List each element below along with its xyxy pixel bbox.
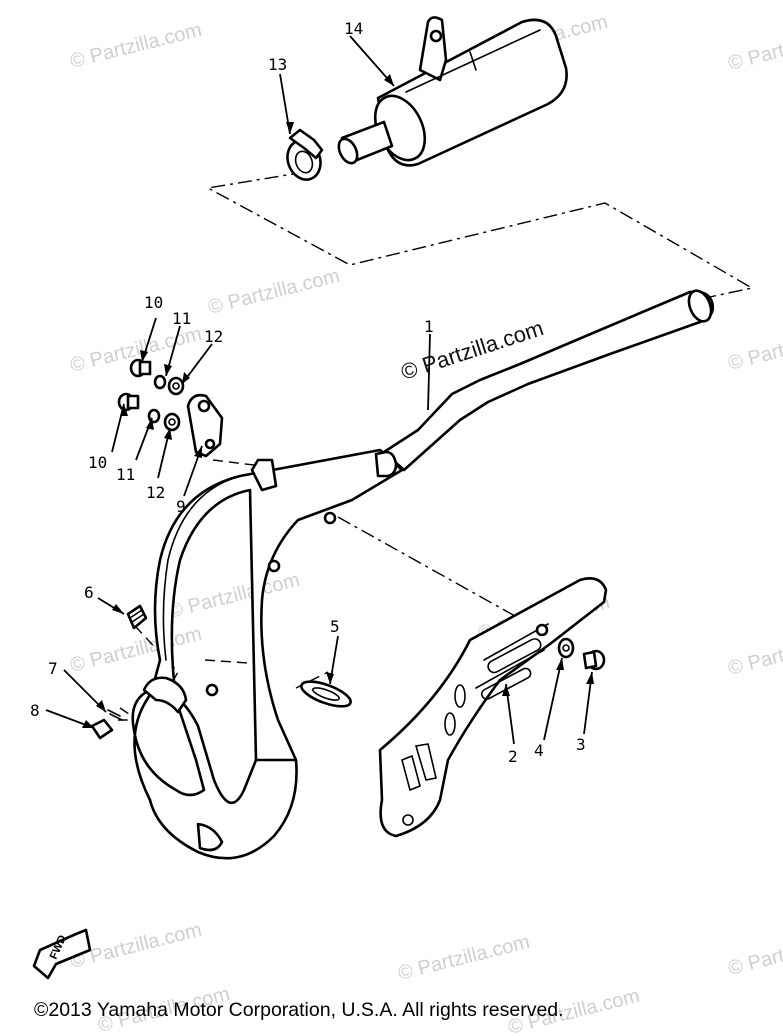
spring-mount-line bbox=[134, 625, 179, 691]
spring bbox=[126, 604, 148, 630]
flange-mount-line bbox=[204, 659, 263, 665]
fwd-arrow-icon: FWD bbox=[32, 928, 92, 980]
pipe-flange bbox=[142, 676, 188, 714]
callout-5: 5 bbox=[330, 617, 340, 636]
callout-14: 14 bbox=[344, 19, 363, 38]
watermark: © Partzilla.com bbox=[726, 926, 783, 980]
rubber-damper bbox=[300, 680, 352, 708]
heat-guard bbox=[378, 577, 608, 838]
watermark: © Partzilla.com bbox=[166, 569, 302, 623]
callout-1: 1 bbox=[424, 317, 434, 336]
callout-11-upper: 11 bbox=[172, 309, 191, 328]
pipe-bracket-tab bbox=[250, 458, 278, 492]
callout-6: 6 bbox=[84, 583, 94, 602]
callout-labels: 14 13 1 10 11 12 10 11 12 9 6 7 8 5 2 4 … bbox=[30, 19, 586, 766]
guard-mount-line-upper bbox=[337, 516, 541, 631]
callout-11-lower: 11 bbox=[116, 465, 135, 484]
callout-2: 2 bbox=[508, 747, 518, 766]
callout-9: 9 bbox=[176, 497, 186, 516]
watermark: © Partzilla.com bbox=[726, 21, 783, 75]
watermark: © Partzilla.com bbox=[68, 19, 204, 73]
callout-3: 3 bbox=[576, 735, 586, 754]
leader-arrowheads bbox=[82, 74, 594, 728]
watermark: © Partzilla.com bbox=[206, 265, 342, 319]
silencer-clamp bbox=[286, 128, 324, 181]
callout-10-lower: 10 bbox=[88, 453, 107, 472]
watermark: © Partzilla.com bbox=[396, 931, 532, 985]
copyright-notice: ©2013 Yamaha Motor Corporation, U.S.A. A… bbox=[34, 999, 564, 1021]
watermark: © Partzilla.com bbox=[68, 623, 204, 677]
silencer bbox=[337, 16, 568, 167]
bracket-assembly bbox=[117, 358, 224, 458]
callout-4: 4 bbox=[534, 741, 544, 760]
callout-7: 7 bbox=[48, 659, 58, 678]
stud-and-nut bbox=[90, 709, 123, 740]
callout-12-lower: 12 bbox=[146, 483, 165, 502]
watermark: © Partzilla.com bbox=[726, 626, 783, 680]
callout-12-upper: 12 bbox=[204, 327, 223, 346]
watermark: © Partzilla.com bbox=[726, 321, 783, 375]
callout-10-upper: 10 bbox=[144, 293, 163, 312]
silencer-assembly-line bbox=[205, 171, 754, 299]
callout-8: 8 bbox=[30, 701, 40, 720]
callout-13: 13 bbox=[268, 55, 287, 74]
exhaust-pipe bbox=[131, 289, 715, 860]
